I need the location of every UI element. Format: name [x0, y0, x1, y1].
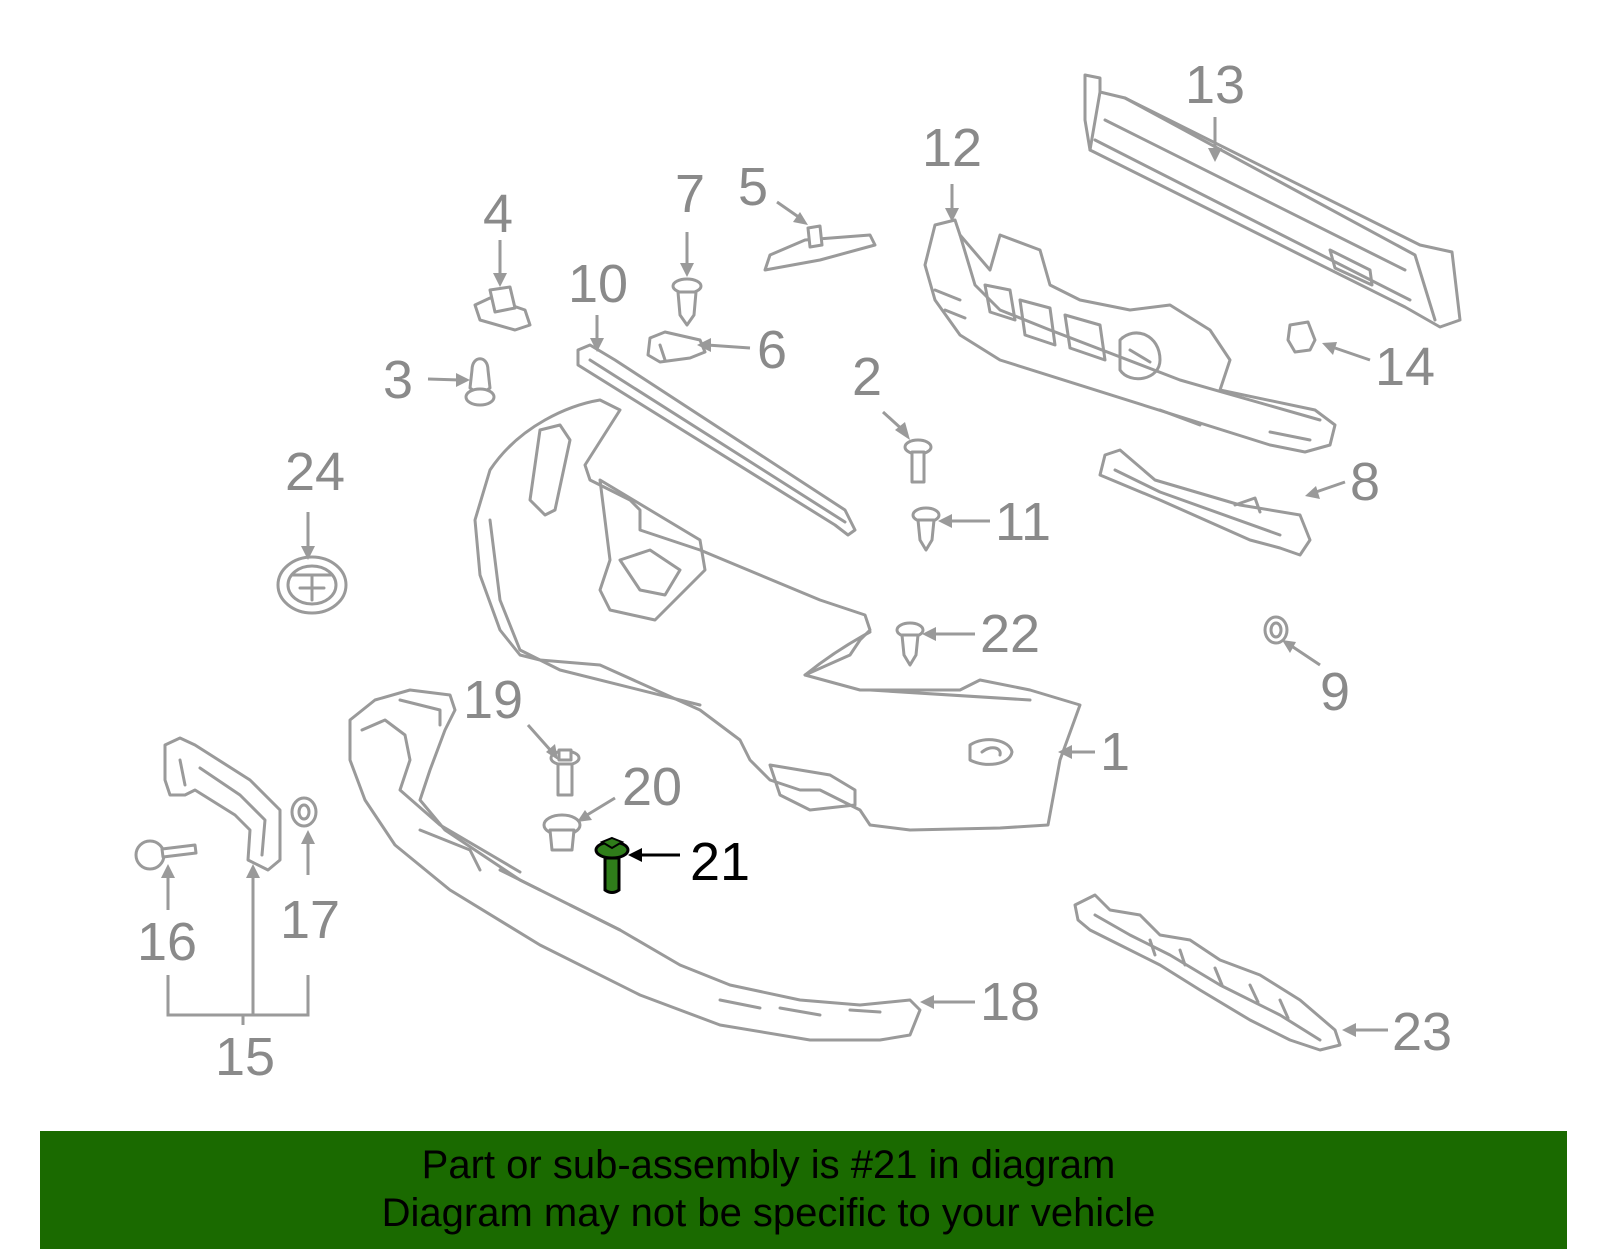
callout-labels: 1 2 3 4 5 6 7 8 9 10 11 12 13 14 15 16 1… [137, 55, 1452, 1087]
callout-5: 5 [738, 157, 768, 217]
part-13-reinforcement[interactable] [1083, 73, 1462, 329]
callout-3: 3 [383, 350, 413, 410]
callout-7: 7 [675, 164, 705, 224]
part-1-bumper-cover[interactable] [473, 398, 1082, 832]
callout-13: 13 [1185, 55, 1245, 115]
part-19-bolt[interactable] [549, 748, 581, 797]
callout-15: 15 [215, 1027, 275, 1087]
leader-lines [166, 117, 1388, 1032]
callout-10: 10 [568, 254, 628, 314]
part-15-bracket[interactable] [163, 736, 282, 872]
part-5-bracket[interactable] [763, 224, 877, 272]
part-10-seal[interactable] [576, 343, 857, 537]
callout-24: 24 [285, 442, 345, 502]
callout-23: 23 [1392, 1002, 1452, 1062]
part-7-clip[interactable] [671, 277, 703, 327]
callout-9: 9 [1320, 662, 1350, 722]
callout-18: 18 [980, 972, 1040, 1032]
part-11-clip[interactable] [911, 506, 941, 552]
part-16-screw[interactable] [134, 839, 198, 871]
part-22-clip[interactable] [895, 621, 925, 667]
callout-1: 1 [1100, 722, 1130, 782]
part-14-nut[interactable] [1286, 320, 1317, 354]
callout-6: 6 [757, 320, 787, 380]
part-2-bolt[interactable] [903, 438, 933, 484]
part-24-emblem[interactable] [276, 555, 348, 615]
arrowheads [161, 148, 1356, 1037]
callout-2: 2 [852, 347, 882, 407]
part-21-bolt[interactable] [594, 836, 630, 894]
callout-14: 14 [1375, 337, 1435, 397]
part-20-nut[interactable] [542, 813, 582, 852]
callout-16: 16 [137, 912, 197, 972]
callout-4: 4 [483, 184, 513, 244]
part-9-grommet[interactable] [1263, 615, 1289, 645]
part-23-bracket[interactable] [1073, 893, 1342, 1052]
banner-line-part: Part or sub-assembly is #21 in diagram [421, 1143, 1116, 1187]
info-banner: Part or sub-assembly is #21 in diagram D… [40, 1131, 1567, 1249]
callout-21: 21 [690, 832, 750, 892]
banner-line-disclaimer: Diagram may not be specific to your vehi… [381, 1191, 1156, 1235]
part-3-clip[interactable] [464, 357, 496, 407]
part-6-retainer[interactable] [646, 330, 707, 364]
callout-22: 22 [980, 604, 1040, 664]
callout-20: 20 [622, 757, 682, 817]
callout-17: 17 [280, 890, 340, 950]
part-17-nut[interactable] [290, 796, 318, 828]
callout-12: 12 [922, 118, 982, 178]
part-12-absorber[interactable] [923, 218, 1337, 454]
callout-19: 19 [463, 670, 523, 730]
part-8-bracket[interactable] [1098, 448, 1312, 557]
callout-8: 8 [1350, 452, 1380, 512]
part-4-bracket[interactable] [473, 285, 532, 332]
callout-11: 11 [995, 492, 1051, 552]
part-18-valance[interactable] [348, 688, 922, 1042]
